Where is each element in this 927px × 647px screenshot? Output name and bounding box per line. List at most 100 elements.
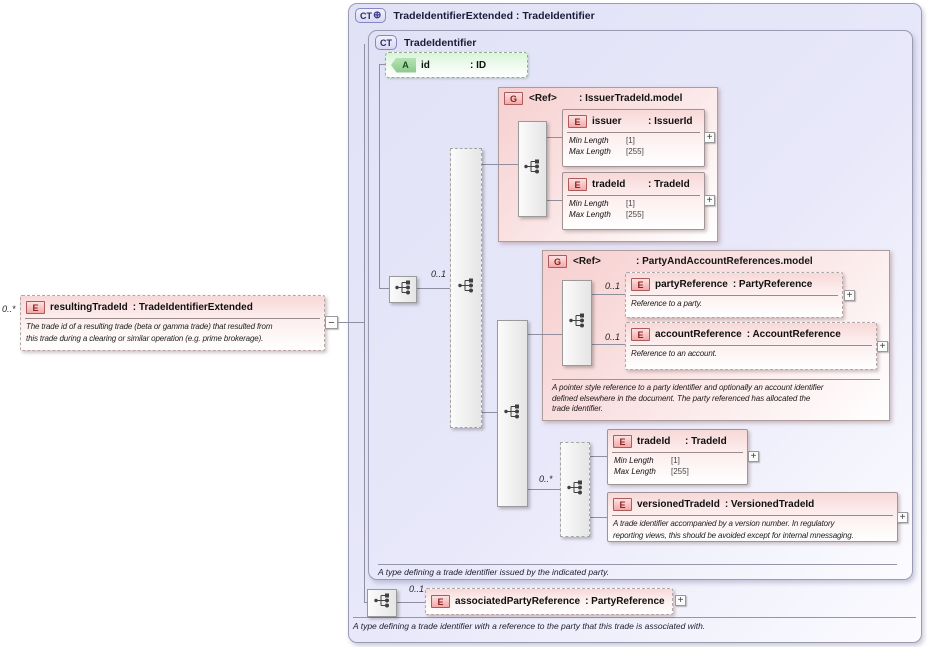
- sequence-box[interactable]: [497, 320, 528, 507]
- attribute-type: : ID: [470, 59, 487, 71]
- expand-button-associatedpartyreference[interactable]: +: [675, 595, 686, 606]
- complextype-title: CT TradeIdentifier: [375, 35, 476, 50]
- facet-row: Max Length [255]: [614, 467, 689, 476]
- attribute-name: id: [421, 59, 430, 71]
- collapse-button-resultingtradeid[interactable]: −: [325, 316, 338, 329]
- sequence-icon: [566, 480, 584, 500]
- element-header: E issuer : IssuerId: [563, 110, 704, 131]
- element-type: : TradeId: [685, 436, 727, 447]
- element-badge: E: [431, 595, 450, 608]
- element-badge: E: [631, 278, 650, 291]
- element-type: : TradeId: [648, 179, 690, 190]
- element-name: associatedPartyReference: [455, 596, 581, 607]
- facet-row: Min Length [1]: [569, 136, 635, 145]
- expand-button-issuer[interactable]: +: [704, 132, 715, 143]
- element-name: tradeId: [592, 179, 626, 190]
- element-header: E accountReference : AccountReference: [626, 323, 876, 344]
- group-header: G <Ref> : IssuerTradeId.model: [499, 88, 717, 109]
- group-name: <Ref>: [573, 256, 601, 267]
- element-header: E associatedPartyReference : PartyRefere…: [426, 589, 672, 614]
- sequence-box[interactable]: [518, 121, 547, 217]
- connector-line: [528, 489, 560, 490]
- group-annotation: A pointer style reference to a party ide…: [552, 383, 824, 413]
- connector-line: [364, 44, 365, 603]
- element-type: : AccountReference: [746, 329, 841, 340]
- connector-line: [592, 294, 625, 295]
- extension-plus-icon: ⊕: [373, 9, 382, 21]
- element-type: : TradeIdentifierExtended: [132, 302, 253, 313]
- group-badge: G: [504, 92, 523, 105]
- element-annotation: this trade during a clearing or similar …: [26, 333, 264, 343]
- element-tradeid[interactable]: E tradeId : TradeId Min Length [1] Max L…: [562, 172, 705, 230]
- sequence-box[interactable]: [367, 589, 397, 617]
- connector-line: [379, 64, 386, 65]
- element-badge: E: [568, 178, 587, 191]
- complextype-badge: CT: [375, 35, 397, 50]
- sequence-icon: [373, 593, 391, 613]
- sequence-icon: [568, 313, 586, 333]
- element-tradeid-2[interactable]: E tradeId : TradeId Min Length [1] Max L…: [607, 429, 748, 485]
- connector-line: [379, 65, 380, 289]
- facet-row: Max Length [255]: [569, 147, 644, 156]
- group-header: G <Ref> : PartyAndAccountReferences.mode…: [543, 251, 889, 272]
- expand-button-versionedtradeid[interactable]: +: [897, 512, 908, 523]
- element-associatedpartyreference[interactable]: E associatedPartyReference : PartyRefere…: [425, 588, 673, 615]
- element-type: : PartyReference: [732, 279, 813, 290]
- connector-line: [590, 456, 607, 457]
- sequence-box[interactable]: [562, 280, 592, 366]
- attribute-badge: A: [391, 57, 416, 73]
- connector-line: [592, 344, 625, 345]
- element-name: partyReference: [655, 279, 728, 290]
- element-versionedtradeid[interactable]: E versionedTradeId : VersionedTradeId A …: [607, 492, 898, 542]
- connector-line: [348, 322, 365, 323]
- element-badge: E: [631, 328, 650, 341]
- expand-button-tradeid-2[interactable]: +: [748, 451, 759, 462]
- repeating-choice-box[interactable]: [560, 442, 590, 537]
- cardinality-label: 0..1: [605, 281, 621, 291]
- attribute-header: A id : ID: [386, 53, 527, 77]
- sequence-box[interactable]: [389, 276, 417, 303]
- element-header: E resultingTradeId : TradeIdentifierExte…: [21, 296, 324, 317]
- cardinality-label: 0..*: [539, 474, 553, 484]
- cardinality-label: 0..1: [605, 332, 621, 342]
- group-badge: G: [548, 255, 567, 268]
- divider: [25, 318, 320, 319]
- divider: [567, 195, 700, 196]
- type-annotation: A type defining a trade identifier with …: [353, 621, 706, 631]
- group-name: <Ref>: [529, 93, 557, 104]
- sequence-icon: [457, 278, 475, 298]
- expand-button-accountreference[interactable]: +: [877, 341, 888, 352]
- element-resultingtradeid[interactable]: E resultingTradeId : TradeIdentifierExte…: [20, 295, 325, 351]
- element-name: resultingTradeId: [50, 302, 128, 313]
- expand-button-tradeid[interactable]: +: [704, 195, 715, 206]
- facet-row: Min Length [1]: [614, 456, 680, 465]
- element-name: accountReference: [655, 329, 742, 340]
- element-annotation: The trade id of a resulting trade (beta …: [26, 322, 273, 331]
- element-accountreference[interactable]: E accountReference : AccountReference Re…: [625, 322, 877, 370]
- connector-line: [417, 288, 450, 289]
- element-annotation: reporting views, this should be avoided …: [613, 530, 854, 540]
- connector-line: [547, 137, 562, 138]
- connector-line: [482, 412, 497, 413]
- divider: [612, 515, 893, 516]
- optional-sequence-box[interactable]: [450, 148, 482, 428]
- sequence-icon: [394, 280, 412, 300]
- element-name: issuer: [592, 116, 622, 127]
- element-header: E versionedTradeId : VersionedTradeId: [608, 493, 897, 514]
- element-annotation: A trade identifier accompanied by a vers…: [613, 519, 835, 528]
- element-issuer[interactable]: E issuer : IssuerId Min Length [1] Max L…: [562, 109, 705, 167]
- facet-row: Max Length [255]: [569, 210, 644, 219]
- facet-row: Min Length [1]: [569, 199, 635, 208]
- sequence-icon: [504, 404, 521, 424]
- connector-line: [397, 602, 425, 603]
- expand-button-partyreference[interactable]: +: [844, 290, 855, 301]
- element-partyreference[interactable]: E partyReference : PartyReference Refere…: [625, 272, 843, 318]
- complextype-title: CT⊕ TradeIdentifierExtended : TradeIdent…: [355, 8, 595, 23]
- cardinality-label: 0..1: [409, 584, 425, 594]
- connector-line: [364, 602, 368, 603]
- connector-line: [528, 334, 562, 335]
- complextype-badge: CT⊕: [355, 8, 387, 23]
- divider: [552, 379, 880, 380]
- attribute-box-id[interactable]: A id : ID: [385, 52, 528, 78]
- element-badge: E: [26, 301, 45, 314]
